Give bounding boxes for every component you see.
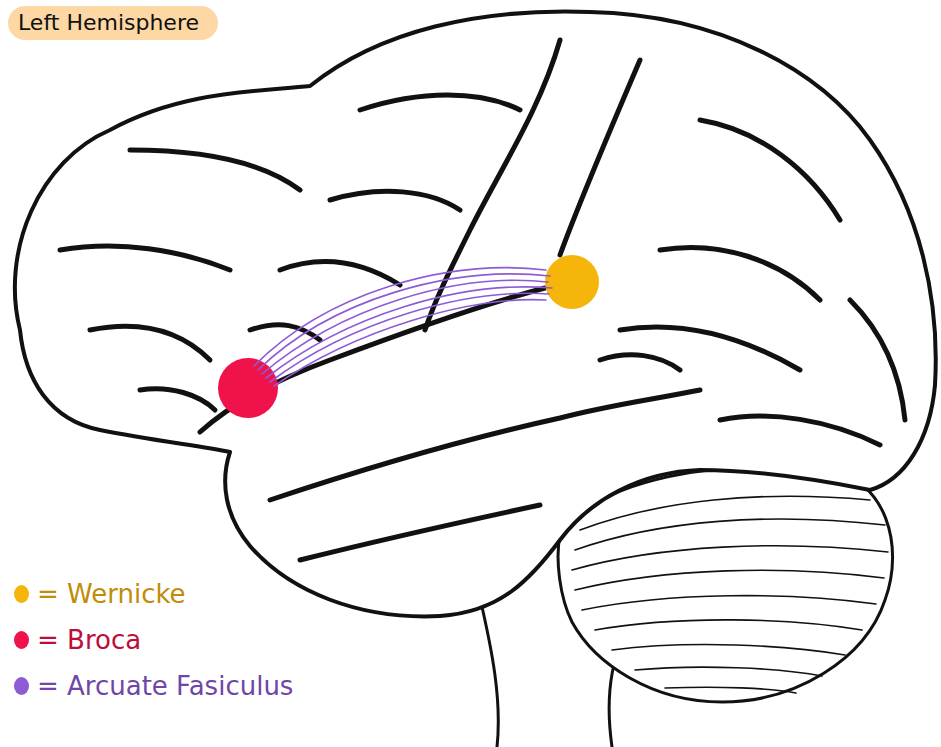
title-label: Left Hemisphere: [8, 6, 218, 40]
legend-item: = Arcuate Fasiculus: [14, 670, 293, 702]
cerebellum: [558, 467, 893, 702]
arcuate-fasciculus: [254, 268, 552, 386]
legend-text: = Wernicke: [37, 578, 186, 610]
legend: = Wernicke = Broca = Arcuate Fasiculus: [14, 578, 293, 716]
legend-swatch: [14, 677, 29, 695]
legend-text: = Broca: [37, 624, 141, 656]
legend-swatch: [14, 585, 29, 603]
legend-text: = Arcuate Fasiculus: [37, 670, 293, 702]
sulci: [60, 40, 905, 560]
legend-swatch: [14, 631, 29, 649]
broca-area: [218, 358, 278, 418]
legend-item: = Broca: [14, 624, 293, 656]
wernicke-area: [545, 255, 599, 309]
cerebellum-folia: [572, 496, 888, 693]
legend-item: = Wernicke: [14, 578, 293, 610]
cerebrum-outline: [15, 12, 936, 617]
